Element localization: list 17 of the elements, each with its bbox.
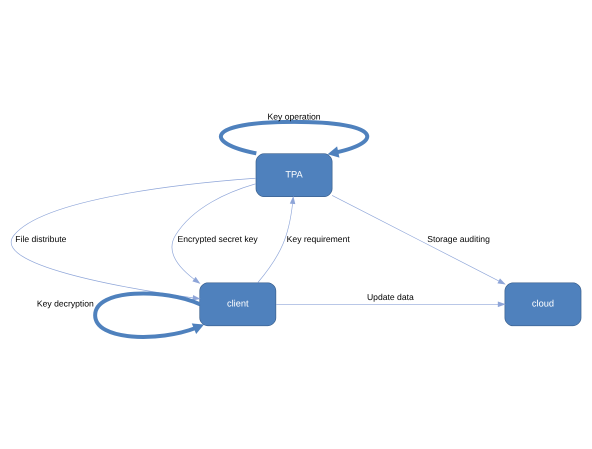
edge-label: Encrypted secret key [177,233,258,244]
node-box: cloud [504,282,582,326]
arrow [276,301,506,307]
arrow [93,291,204,338]
arrow [332,194,506,284]
arrow [172,182,256,284]
edge-label: Storage auditing [427,233,490,244]
node-box: TPA [256,152,332,197]
edge-label: Update data [366,291,414,302]
edge-label: Key requirement [286,233,350,244]
node-box: client [199,282,276,326]
arrow [257,196,296,283]
edge-label: Key operation [268,111,321,122]
arrow [219,119,369,158]
edge-label: File distribute [15,233,66,244]
edge-label: Key decryption [36,298,94,308]
arrow [10,177,256,300]
